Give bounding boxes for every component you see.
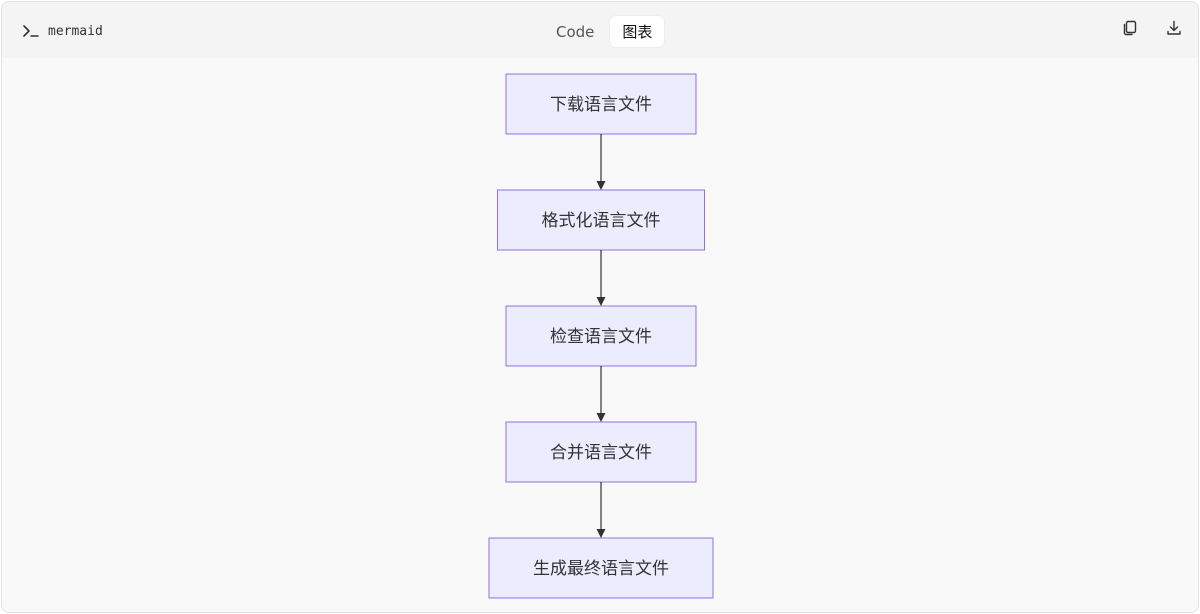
copy-button[interactable] — [1119, 19, 1141, 41]
node-label: 生成最终语言文件 — [533, 559, 669, 579]
download-button[interactable] — [1163, 19, 1185, 41]
node-box — [505, 73, 697, 135]
flowchart-node: 生成最终语言文件 — [488, 537, 714, 599]
tab-diagram[interactable]: 图表 — [610, 16, 665, 47]
node-box — [505, 305, 697, 367]
tab-code[interactable]: Code — [556, 22, 595, 41]
flowchart-edge — [596, 482, 606, 538]
flowchart-node: 下载语言文件 — [505, 73, 697, 135]
code-block-header: mermaid Code 图表 — [2, 2, 1198, 58]
node-box — [488, 537, 714, 599]
language-label: mermaid — [22, 21, 103, 41]
arrowhead — [596, 297, 606, 306]
arrowhead — [596, 413, 606, 422]
flowchart-edge — [596, 366, 606, 422]
download-icon — [1165, 19, 1183, 41]
view-tabs: Code 图表 — [544, 16, 665, 47]
arrowhead — [596, 181, 606, 190]
flowchart-node: 格式化语言文件 — [497, 189, 705, 251]
terminal-icon — [22, 24, 40, 38]
node-label: 格式化语言文件 — [542, 211, 661, 231]
node-label: 检查语言文件 — [550, 327, 652, 347]
language-name: mermaid — [48, 23, 103, 39]
node-label: 合并语言文件 — [550, 443, 652, 463]
diagram-canvas: 下载语言文件格式化语言文件检查语言文件合并语言文件生成最终语言文件 — [2, 58, 1198, 612]
flowchart-edge — [596, 250, 606, 306]
flowchart-node: 合并语言文件 — [505, 421, 697, 483]
flowchart-edge — [596, 134, 606, 190]
flowchart-node: 检查语言文件 — [505, 305, 697, 367]
node-box — [505, 421, 697, 483]
arrowhead — [596, 529, 606, 538]
copy-icon — [1121, 19, 1139, 41]
node-label: 下载语言文件 — [550, 95, 652, 115]
